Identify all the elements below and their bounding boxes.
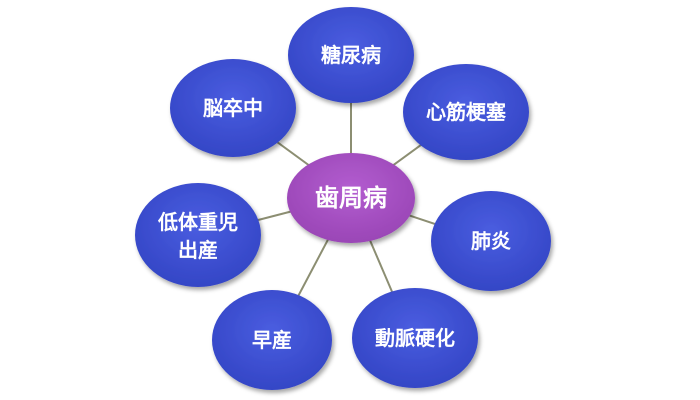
node-myocardial-infarction-bubble [403,64,529,160]
node-diabetes: 糖尿病 [288,7,414,103]
node-pneumonia: 肺炎 [431,191,551,291]
node-diabetes-label: 糖尿病 [321,43,381,67]
node-arteriosclerosis-label: 動脈硬化 [375,326,455,350]
node-myocardial-infarction: 心筋梗塞 [403,64,529,160]
node-low-birth-weight-bubble [135,183,261,287]
node-pneumonia-label: 肺炎 [471,229,511,253]
node-low-birth-weight-label-line1: 低体重児 [157,210,238,234]
node-stroke-label: 脳卒中 [202,96,263,120]
node-myocardial-infarction-label: 心筋梗塞 [426,100,507,124]
node-arteriosclerosis: 動脈硬化 [352,288,478,388]
center-node-bubble [287,153,415,243]
node-premature-birth-bubble [212,290,332,390]
node-pneumonia-bubble [431,191,551,291]
node-low-birth-weight-label-line2: 出産 [178,238,218,262]
node-premature-birth-label: 早産 [252,328,292,352]
node-premature-birth: 早産 [212,290,332,390]
center-node-label: 歯周病 [315,184,387,212]
node-diabetes-bubble [288,7,414,103]
center-node: 歯周病 [287,153,415,243]
node-stroke-bubble [170,59,296,157]
node-stroke: 脳卒中 [170,59,296,157]
node-arteriosclerosis-bubble [352,288,478,388]
node-low-birth-weight: 低体重児 出産 [135,183,261,287]
